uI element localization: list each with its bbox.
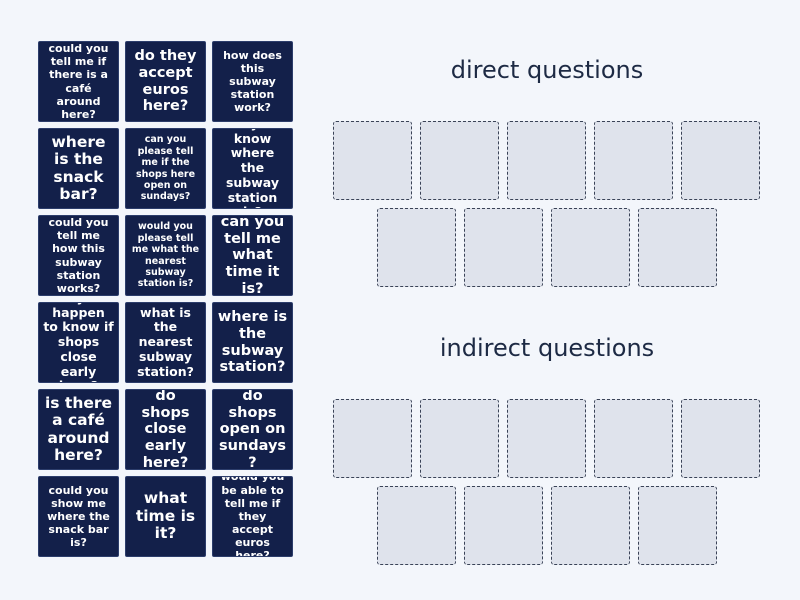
card-2[interactable]: do they accept euros here? (125, 41, 206, 122)
group-title-indirect: indirect questions (439, 334, 655, 362)
card-7[interactable]: could you tell me how this subway statio… (38, 215, 119, 296)
card-16[interactable]: could you show me where the snack bar is… (38, 476, 119, 557)
card-8[interactable]: would you please tell me what the neares… (125, 215, 206, 296)
direct-drop-slot[interactable] (681, 121, 760, 200)
indirect-drop-slot[interactable] (464, 486, 543, 565)
direct-drop-slot[interactable] (464, 208, 543, 287)
card-1[interactable]: could you tell me if there is a café aro… (38, 41, 119, 122)
indirect-drop-slot[interactable] (420, 399, 499, 478)
indirect-drop-slot[interactable] (681, 399, 760, 478)
card-14[interactable]: do shops close early here? (125, 389, 206, 470)
indirect-drop-row-1 (333, 399, 760, 478)
direct-drop-slot[interactable] (420, 121, 499, 200)
direct-drop-slot[interactable] (551, 208, 630, 287)
direct-drop-row-1 (333, 121, 760, 200)
direct-drop-slot[interactable] (594, 121, 673, 200)
card-15[interactable]: do shops open on sundays? (212, 389, 293, 470)
direct-drop-slot[interactable] (638, 208, 717, 287)
direct-drop-row-2 (377, 208, 717, 287)
indirect-drop-slot[interactable] (551, 486, 630, 565)
card-pool: could you tell me if there is a café aro… (38, 41, 293, 557)
card-6[interactable]: do you know where the subway station is? (212, 128, 293, 209)
indirect-drop-slot[interactable] (333, 399, 412, 478)
group-title-direct: direct questions (450, 56, 644, 84)
card-5[interactable]: can you please tell me if the shops here… (125, 128, 206, 209)
direct-drop-slot[interactable] (507, 121, 586, 200)
card-10[interactable]: do you happen to know if shops close ear… (38, 302, 119, 383)
indirect-drop-slot[interactable] (507, 399, 586, 478)
card-4[interactable]: where is the snack bar? (38, 128, 119, 209)
card-18[interactable]: would you be able to tell me if they acc… (212, 476, 293, 557)
card-17[interactable]: what time is it? (125, 476, 206, 557)
indirect-drop-slot[interactable] (638, 486, 717, 565)
indirect-drop-row-2 (377, 486, 717, 565)
direct-drop-slot[interactable] (377, 208, 456, 287)
card-9[interactable]: can you tell me what time it is? (212, 215, 293, 296)
indirect-drop-slot[interactable] (377, 486, 456, 565)
card-11[interactable]: what is the nearest subway station? (125, 302, 206, 383)
indirect-drop-slot[interactable] (594, 399, 673, 478)
card-12[interactable]: where is the subway station? (212, 302, 293, 383)
card-3[interactable]: how does this subway station work? (212, 41, 293, 122)
card-13[interactable]: is there a café around here? (38, 389, 119, 470)
direct-drop-slot[interactable] (333, 121, 412, 200)
